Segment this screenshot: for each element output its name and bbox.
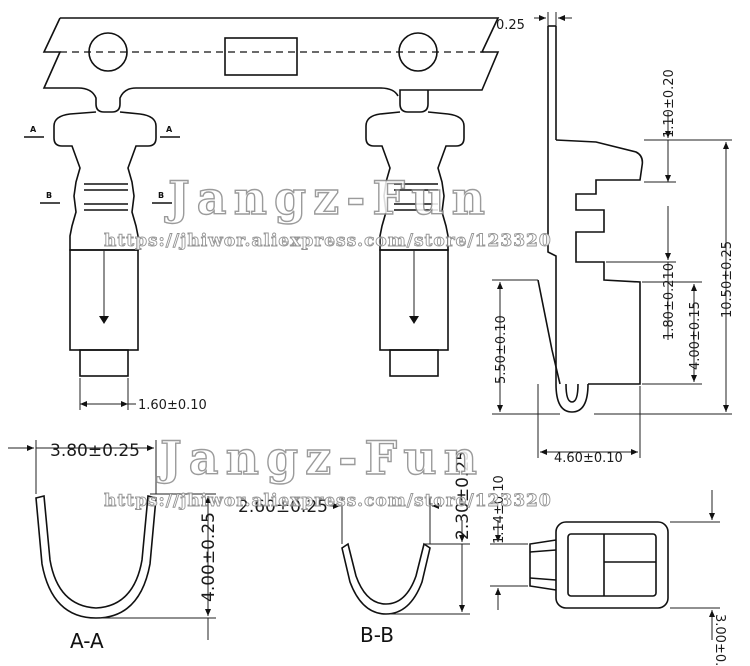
dim-side-height: 5.50±0.10 (492, 279, 560, 415)
terminal-left (53, 111, 157, 377)
body-length-label: 4.00±0.15 (688, 301, 703, 370)
end-view: 1.14±0.10 3.00±0.10 (490, 475, 727, 666)
section-a-left-label: A (30, 125, 37, 134)
strip-width-label: 1.60±0.10 (138, 398, 207, 413)
watermark-url-bottom: https://jhiwor.aliexpress.com/store/1233… (104, 491, 552, 511)
dim-top-height: 1.10±0.20 (644, 69, 677, 183)
aa-width-label: 3.80±0.25 (50, 441, 140, 461)
overall-length-label: 10.50±0.25 (720, 241, 735, 318)
dim-strip-width: 1.60±0.10 (79, 378, 207, 413)
lead-thickness-label: 0.25 (496, 18, 525, 33)
end-length-label: 1.14±0.10 (492, 475, 507, 544)
section-aa-title: A-A (70, 629, 104, 653)
aa-height-label: 4.00±0.25 (199, 512, 219, 602)
section-b-right-label: B (158, 191, 164, 200)
terminal-right (365, 111, 465, 377)
bb-width-label: 2.60±0.25 (238, 497, 328, 517)
side-height-label: 5.50±0.10 (494, 315, 509, 384)
side-view (537, 25, 644, 413)
end-width-label: 3.00±0.10 (712, 614, 727, 666)
section-a-right-label: A (166, 125, 173, 134)
lance-height-label: 1.80±0.210 (662, 263, 677, 340)
bb-height-label: 2.30±0.25 (453, 450, 473, 540)
dim-body-length: 4.00±0.15 (642, 281, 703, 385)
watermark: Jangz-Fun https://jhiwor.aliexpress.com/… (104, 170, 552, 511)
dim-lance-height: 1.80±0.210 (606, 206, 677, 340)
top-height-label: 1.10±0.20 (662, 69, 677, 138)
watermark-brand-bottom: Jangz-Fun (156, 431, 484, 485)
dim-overall-length: 10.50±0.25 (594, 139, 735, 415)
section-markers: A A B B (24, 125, 180, 204)
watermark-url-top: https://jhiwor.aliexpress.com/store/1233… (104, 231, 552, 251)
section-bb-title: B-B (360, 623, 394, 647)
strip-window (224, 37, 298, 76)
carrier-strip (42, 17, 500, 113)
pilot-hole-right (398, 32, 438, 72)
section-b-left-label: B (46, 191, 52, 200)
watermark-brand-top: Jangz-Fun (164, 171, 492, 225)
section-bb: 2.60±0.25 2.30±0.25 B-B (238, 450, 473, 647)
dim-body-depth: 4.60±0.10 (537, 384, 641, 466)
dim-lead-thickness: 0.25 (496, 12, 572, 33)
body-depth-label: 4.60±0.10 (554, 451, 623, 466)
section-aa: 3.80±0.25 4.00±0.25 A-A (8, 440, 219, 653)
